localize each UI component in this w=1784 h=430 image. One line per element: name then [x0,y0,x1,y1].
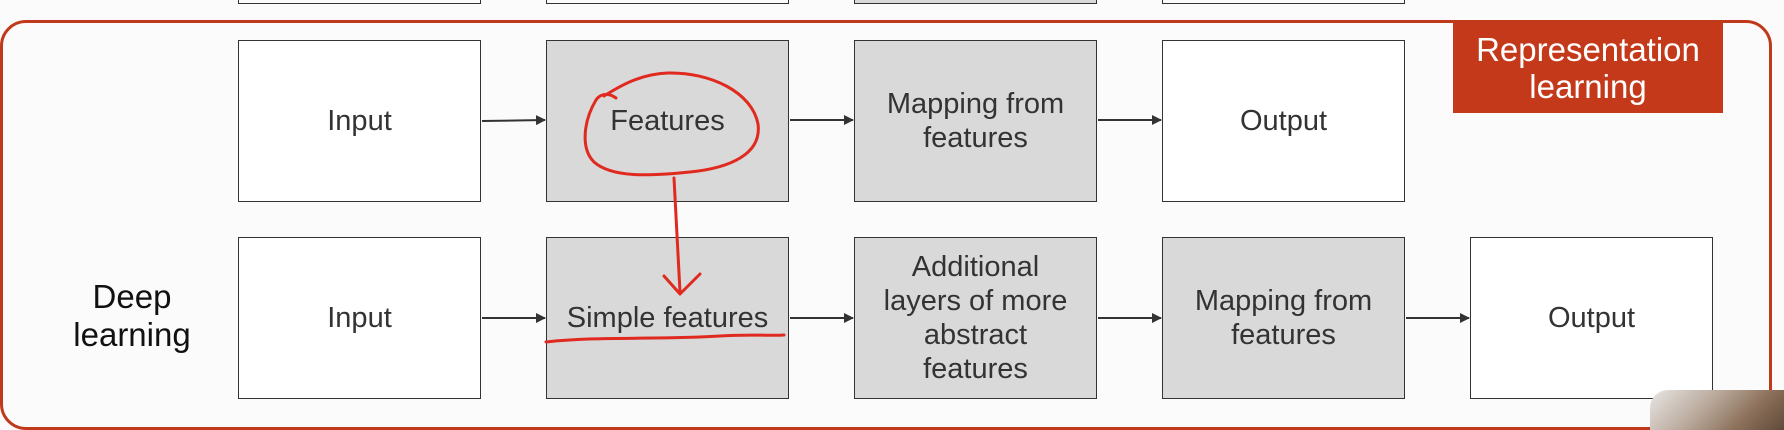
webcam-thumbnail [1650,390,1784,430]
prev-row-box-2 [546,0,789,4]
representation-learning-badge: Representation learning [1453,23,1723,113]
prev-row-box-1 [238,0,481,4]
row2-output-box: Output [1470,237,1713,399]
deep-learning-label: Deep learning [73,278,191,353]
row2-additional-layers-box: Additional layers of more abstract featu… [854,237,1097,399]
prev-row-box-3 [854,0,1097,4]
row1-mapping-box: Mapping from features [854,40,1097,202]
row1-output-box: Output [1162,40,1405,202]
row1-features-box: Features [546,40,789,202]
row1-input-box: Input [238,40,481,202]
row2-input-box: Input [238,237,481,399]
row2-simple-features-box: Simple features [546,237,789,399]
row2-mapping-box: Mapping from features [1162,237,1405,399]
prev-row-box-4 [1162,0,1405,4]
